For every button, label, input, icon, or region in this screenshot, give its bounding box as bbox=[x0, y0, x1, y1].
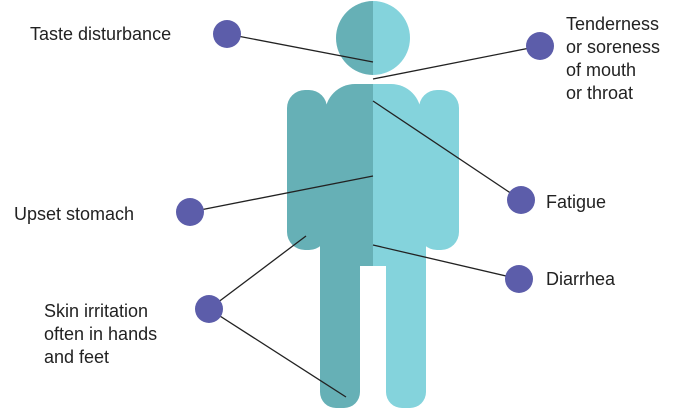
marker-dot-diarrhea bbox=[505, 265, 533, 293]
connector-diarrhea bbox=[372, 244, 520, 280]
connector-skin-foot bbox=[208, 308, 347, 398]
label-upset-stomach: Upset stomach bbox=[14, 204, 135, 224]
label-taste-disturbance: Taste disturbance bbox=[30, 24, 172, 44]
marker-dot-taste bbox=[213, 20, 241, 48]
connector-fatigue bbox=[372, 100, 522, 201]
connector-tender bbox=[372, 45, 541, 80]
leg-gap bbox=[360, 266, 386, 410]
connector-taste bbox=[226, 33, 374, 63]
label-skin-irritation: Skin irritation often in hands and feet bbox=[44, 301, 158, 367]
marker-dot-tender bbox=[526, 32, 554, 60]
marker-dot-fatigue bbox=[507, 186, 535, 214]
marker-dot-skin bbox=[195, 295, 223, 323]
label-tenderness: Tenderness or soreness of mouth or throa… bbox=[566, 14, 661, 103]
marker-dot-stomach bbox=[176, 198, 204, 226]
connector-stomach bbox=[189, 175, 374, 213]
connector-skin-hand bbox=[208, 235, 307, 310]
label-diarrhea: Diarrhea bbox=[546, 269, 616, 289]
label-fatigue: Fatigue bbox=[546, 192, 607, 212]
